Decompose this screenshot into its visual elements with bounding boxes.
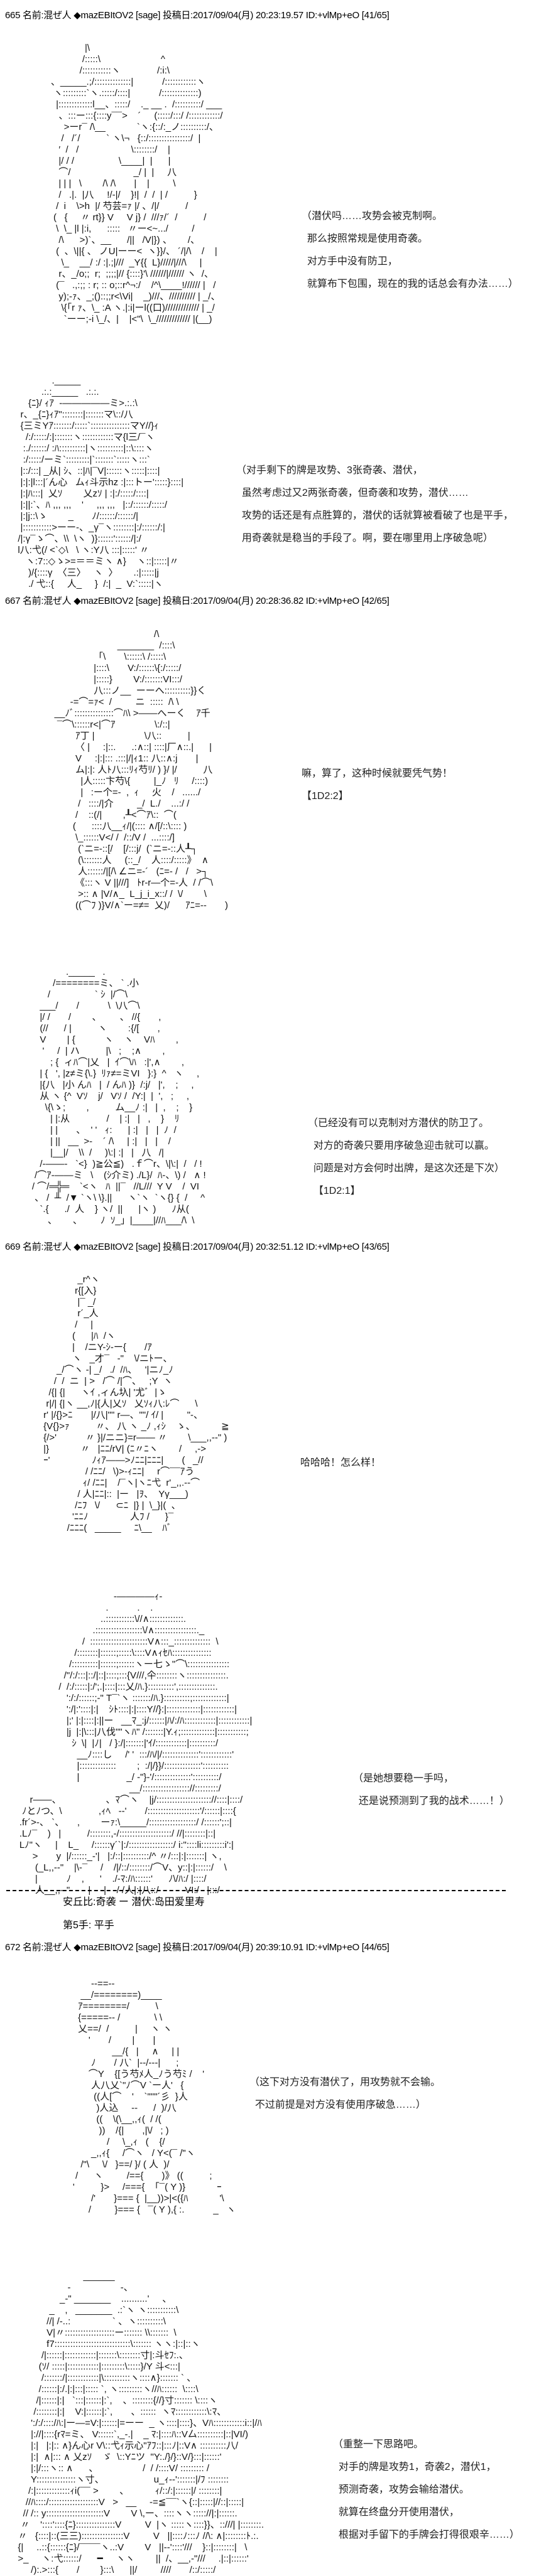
dialogue-text: 哈哈哈！怎么样！	[300, 1457, 381, 1468]
ascii-art-girl-laugh: _r^ヽ r{[入} |¯ _/ r´_人 / | ( |ﾊ /ヽ | /ニY-…	[43, 1274, 229, 1533]
post-header-672: 672 名前:混ぜ人 ◆mazEBItOV2 [sage] 投稿日:2017/0…	[5, 1942, 390, 1953]
ascii-art-girl-reflect: ______ - -、 _-" _______ ..........' 、 _ …	[18, 2271, 264, 2575]
dialogue-text: （是她想要稳一手吗， 还是说预测到了我的战术……！）	[353, 1773, 509, 1806]
dialogue-text: （这下对方没有潜伏了，用攻势就不会输。 不过前提是对方没有使用序破急……）	[249, 2077, 441, 2110]
ascii-art-girl-cheer: /\ _______ /::::\ 「\ \::::::\ /:::::\ |:…	[54, 629, 228, 911]
post-header-669: 669 名前:混ぜ人 ◆mazEBItOV2 [sage] 投稿日:2017/0…	[5, 1242, 390, 1252]
post-header-667: 667 名前:混ぜ人 ◆mazEBItOV2 [sage] 投稿日:2017/0…	[5, 596, 390, 606]
ascii-art-castle-girl: |\ /:::::\ ^ /:::::::::::ヽ /:i:\ 、_____.…	[50, 43, 223, 325]
dialogue-text: 嘛，算了，这种时候就要凭气势！ 【1D2:2】	[302, 768, 453, 802]
result-round: 第5手: 平手	[63, 1920, 114, 1931]
dialogue-text: （已经没有可以克制对方潜伏的防卫了。 对方的奇袭只要用序破急迎击就可以赢。 问题…	[308, 1118, 504, 1196]
ascii-art-girl-thinking: ._____ .:.:_____ .:.:. {ﾆ}/ ｨｱ -―――――ミ>.…	[18, 375, 184, 589]
dialogue-text: （对手剩下的牌是攻势、3张奇袭、潜伏， 虽然考虑过又2两张奇袭，但奇袭和攻势，潜…	[236, 465, 513, 544]
dialogue-text: （重整一下思路吧。 对手的牌是攻势1，奇袭2，潜伏1， 预测奇袭，攻势会输给潜伏…	[333, 2439, 520, 2540]
divider	[6, 1890, 506, 1891]
post-header-665: 665 名前:混ぜ人 ◆mazEBItOV2 [sage] 投稿日:2017/0…	[5, 10, 390, 21]
dialogue-text: （潜伏吗……攻势会被克制啊。 那么按照常规是使用奇袭。 对方手中没有防卫， 就算…	[302, 211, 518, 289]
result-matchup: 安丘比:奇袭 ー 潜伏:岛田爱里寿	[63, 1897, 205, 1908]
ascii-art-girl-serious: ._____ . /========ミ、 ` .小 / ` ｼ |/⌒\ ___…	[31, 967, 206, 1226]
ascii-art-girl-hat: --==-- __/========)____ ｱ========/ \ {==…	[72, 1978, 236, 2215]
ascii-art-girl-bear: -――――ｨ- . . . ..:::::::::::\//∧:::::::::…	[19, 1591, 253, 1896]
